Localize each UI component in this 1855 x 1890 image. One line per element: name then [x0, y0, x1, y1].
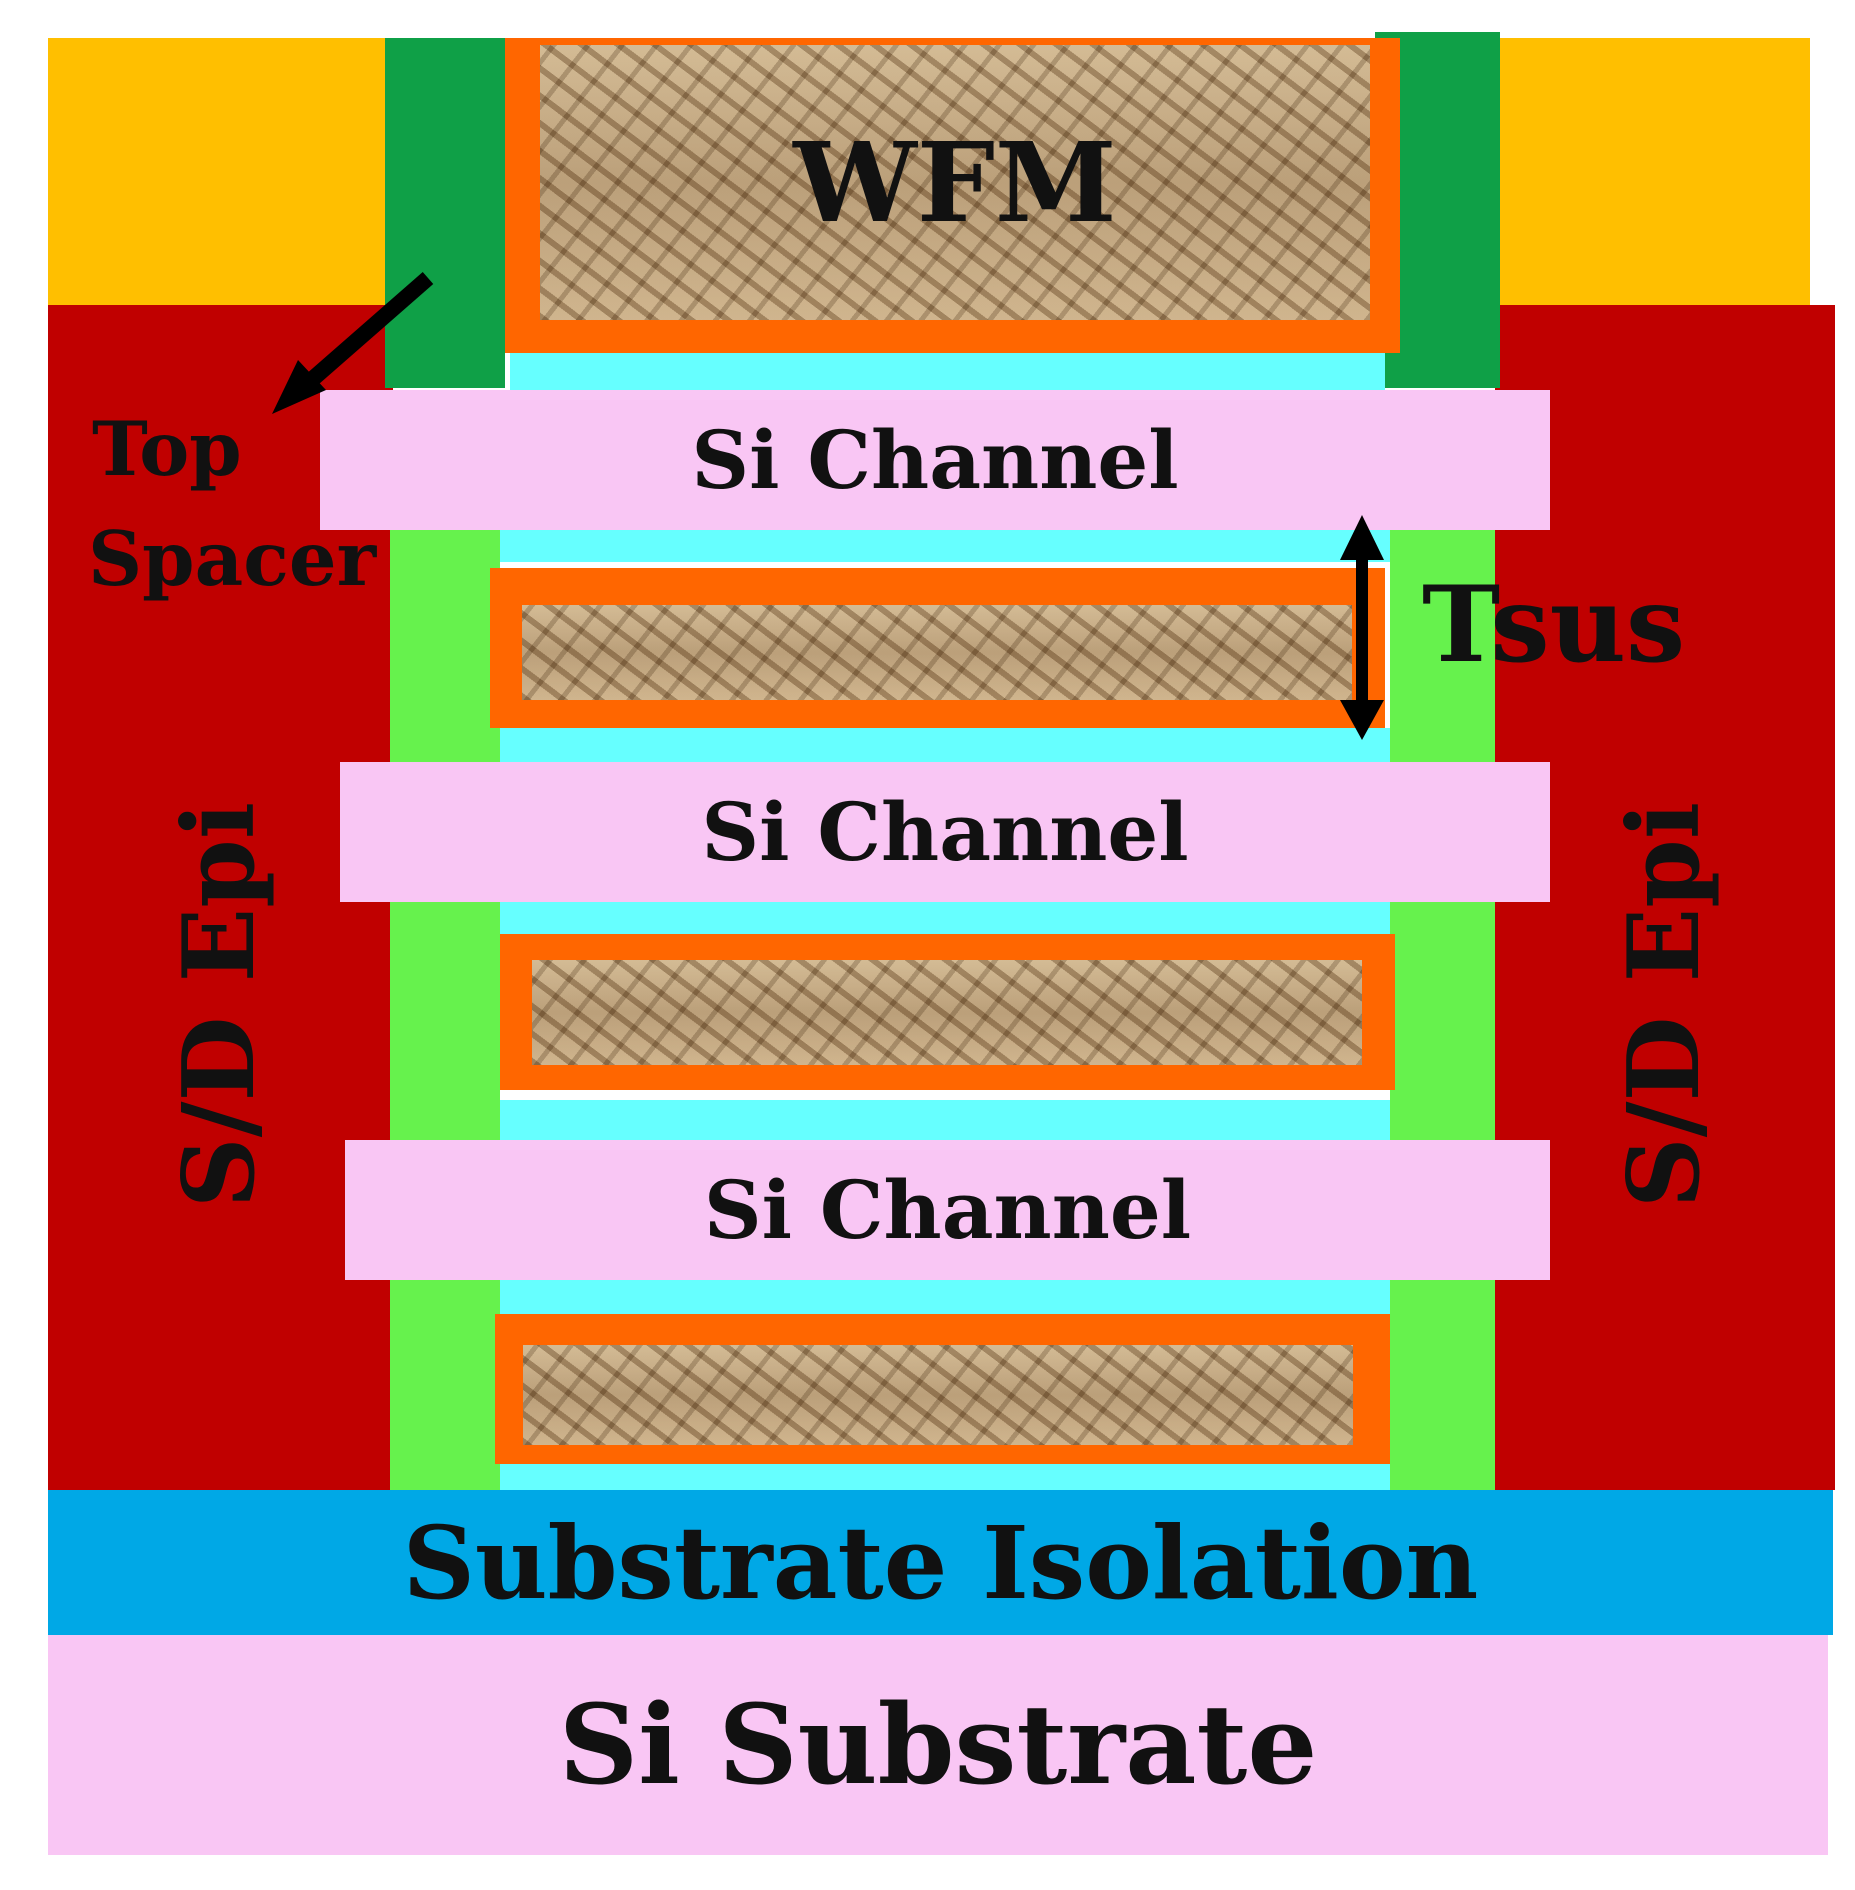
si-channel-2 [340, 762, 1550, 902]
interfacial-layer-5 [500, 1100, 1390, 1140]
interfacial-layer-3 [500, 728, 1390, 762]
si-channel-3-label: Si Channel [703, 1163, 1192, 1257]
wfm-4 [523, 1345, 1353, 1445]
wfm-label: WFM [793, 117, 1117, 247]
top-spacer-label-line2: Spacer [88, 515, 377, 603]
substrate-isolation-label: Substrate Isolation [402, 1503, 1479, 1622]
contact-right [1500, 38, 1810, 308]
tsus-label: Tsus [1422, 562, 1686, 686]
white-gap-1 [500, 562, 1390, 568]
si-channel-3 [345, 1140, 1550, 1280]
wfm-3 [532, 960, 1362, 1065]
inner-spacer-left [390, 530, 500, 1490]
inner-spacer-right [1390, 530, 1495, 1490]
top-spacer-left [385, 38, 505, 388]
white-gap-2 [500, 1090, 1390, 1100]
interfacial-layer-2 [500, 528, 1390, 562]
si-channel-1 [320, 390, 1550, 530]
top-spacer-arrow [272, 271, 434, 414]
interfacial-layer-6 [500, 1280, 1390, 1314]
interfacial-layer-7 [500, 1460, 1390, 1490]
sd-epi-right [1495, 305, 1835, 1490]
si-substrate [48, 1635, 1828, 1855]
interfacial-layer-4 [500, 902, 1390, 934]
contact-left [48, 38, 388, 308]
wfm-top [540, 45, 1370, 320]
si-channel-1-label: Si Channel [691, 413, 1179, 507]
si-channel-2-label: Si Channel [701, 785, 1189, 879]
wfm-2 [522, 605, 1352, 700]
top-spacer-label-line1: Top [92, 405, 242, 493]
substrate-isolation [48, 1490, 1833, 1635]
interfacial-layer-1 [510, 352, 1385, 390]
tsus-double-arrow [1340, 515, 1384, 740]
si-substrate-label: Si Substrate [558, 1680, 1318, 1809]
